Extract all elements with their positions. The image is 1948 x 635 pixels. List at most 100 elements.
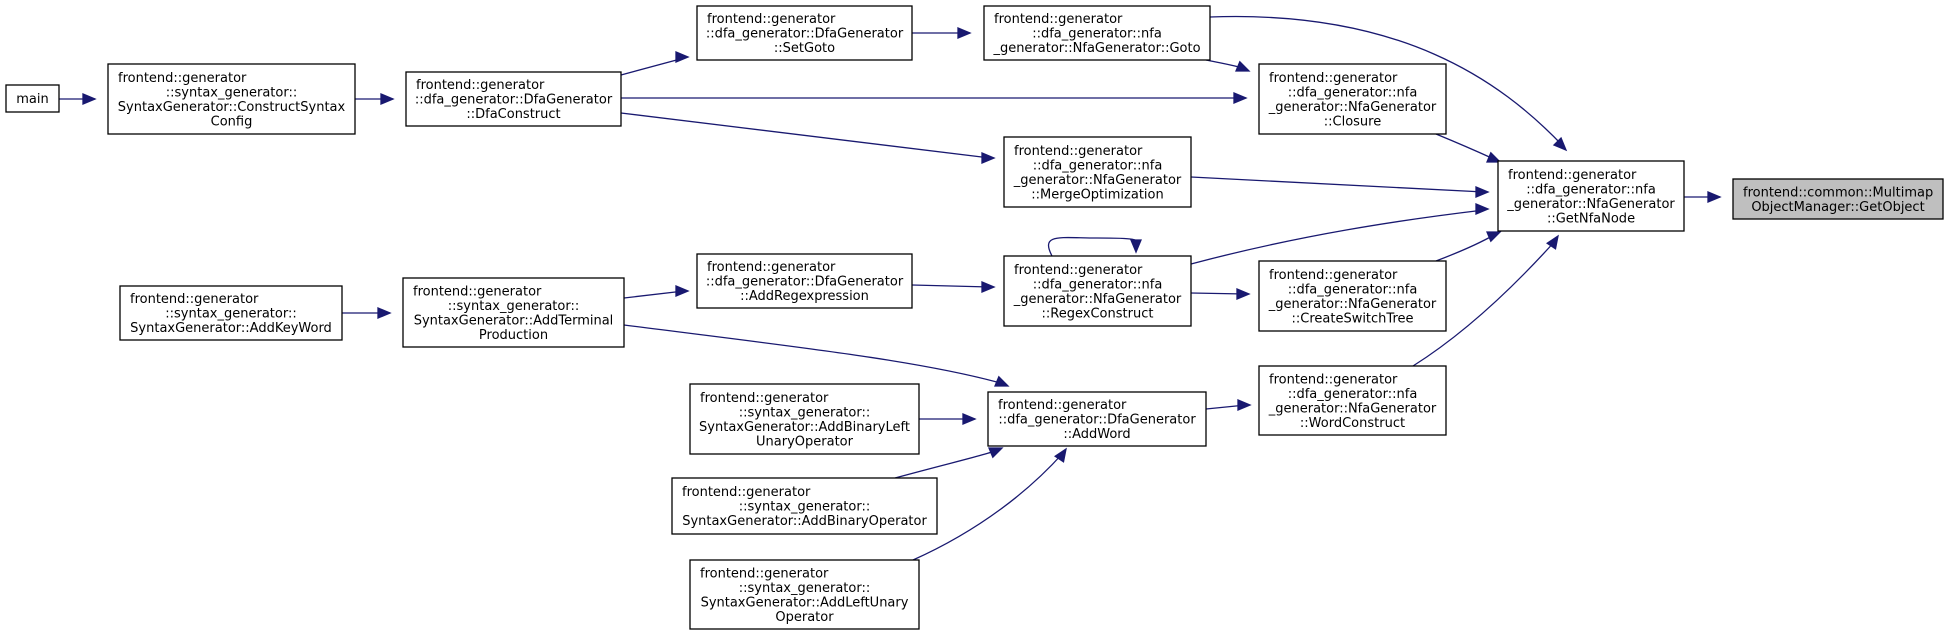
node-label-line: _generator::NfaGenerator	[1268, 297, 1437, 312]
node-label-line: main	[16, 92, 48, 107]
node-label-line: frontend::generator	[118, 71, 247, 86]
node-label-line: _generator::NfaGenerator	[1013, 292, 1182, 307]
edge-n5-n8	[621, 92, 1248, 104]
node-label-line: ::syntax_generator::	[739, 405, 870, 420]
node-addword[interactable]: frontend::generator::dfa_generator::DfaG…	[987, 391, 1207, 447]
node-label-line: ::dfa_generator::DfaGenerator	[706, 275, 904, 290]
node-box	[1003, 136, 1192, 208]
node-label-line: ::syntax_generator::	[166, 85, 297, 100]
node-label-line: ::dfa_generator::nfa	[1033, 158, 1163, 173]
node-label-line: ::dfa_generator::nfa	[1288, 387, 1418, 402]
arrowhead-icon	[1130, 239, 1142, 254]
edge-line	[620, 57, 685, 76]
node-setgoto[interactable]: frontend::generator::dfa_generator::DfaG…	[696, 5, 913, 61]
node-label-line: SyntaxGenerator::AddTerminal	[414, 313, 614, 328]
edge-n15-n2	[1412, 234, 1559, 367]
arrowhead-icon	[981, 281, 996, 293]
node-regexconstruct[interactable]: frontend::generator::dfa_generator::nfa_…	[1003, 255, 1192, 327]
node-box	[405, 71, 622, 127]
arrowhead-icon	[981, 152, 996, 164]
node-label-line: Operator	[775, 610, 834, 625]
node-label-line: ::CreateSwitchTree	[1291, 311, 1413, 326]
edge-n9-n2	[1190, 176, 1490, 198]
node-label-line: frontend::generator	[707, 12, 836, 27]
node-main[interactable]: main	[5, 84, 60, 113]
arrowhead-icon	[1236, 288, 1251, 300]
node-box	[983, 5, 1211, 61]
edge-n5-n4	[620, 51, 690, 76]
node-addbinaryleftunaryoperator[interactable]: frontend::generator::syntax_generator::S…	[689, 383, 920, 455]
node-label-line: ::AddWord	[1063, 427, 1130, 442]
node-label-line: frontend::generator	[130, 292, 259, 307]
edge-n13-n12	[342, 307, 392, 319]
node-label-line: ObjectManager::GetObject	[1751, 200, 1924, 215]
node-box	[1732, 178, 1944, 220]
edge-line	[623, 324, 1005, 385]
node-wordconstruct[interactable]: frontend::generator::dfa_generator::nfa_…	[1258, 365, 1447, 436]
edge-line	[623, 290, 685, 299]
node-getnfanode[interactable]: frontend::generator::dfa_generator::nfa_…	[1497, 160, 1685, 232]
node-label-line: frontend::generator	[1269, 71, 1398, 86]
node-addleftunaryoperator[interactable]: frontend::generator::syntax_generator::S…	[689, 559, 920, 630]
edge-n12-n16	[623, 324, 1010, 387]
arrowhead-icon	[1552, 136, 1568, 152]
edge-n10-n10	[1047, 236, 1142, 257]
node-label-line: _generator::NfaGenerator	[1268, 100, 1437, 115]
node-label-line: ::dfa_generator::nfa	[1526, 182, 1656, 197]
node-label-line: ::dfa_generator::DfaGenerator	[706, 27, 904, 42]
edge-line	[1047, 236, 1139, 257]
edge-line	[1190, 176, 1485, 193]
node-addbinaryoperator[interactable]: frontend::generator::syntax_generator::S…	[671, 477, 938, 535]
node-label-line: SyntaxGenerator::AddKeyWord	[130, 321, 332, 336]
arrowhead-icon	[1233, 92, 1248, 104]
node-getobject[interactable]: frontend::common::MultimapObjectManager:…	[1732, 178, 1944, 220]
node-label-line: ::dfa_generator::DfaGenerator	[415, 93, 613, 108]
arrowhead-icon	[1475, 186, 1490, 198]
node-box	[402, 277, 625, 348]
node-label-line: ::dfa_generator::nfa	[1032, 27, 1162, 42]
node-mergeoptimization[interactable]: frontend::generator::dfa_generator::nfa_…	[1003, 136, 1192, 208]
node-label-line: ::AddRegexpression	[740, 289, 869, 304]
node-addkeyword[interactable]: frontend::generator::syntax_generator::S…	[119, 285, 343, 341]
arrowhead-icon	[82, 93, 97, 105]
node-label-line: Production	[479, 328, 548, 343]
node-box	[107, 63, 356, 135]
node-box	[671, 477, 938, 535]
node-label-line: SyntaxGenerator::AddBinaryLeft	[699, 420, 910, 435]
node-box	[119, 285, 343, 341]
node-label-line: ::DfaConstruct	[466, 107, 560, 122]
node-constructsyntaxconfig[interactable]: frontend::generator::syntax_generator::S…	[107, 63, 356, 135]
node-label-line: frontend::generator	[1508, 168, 1637, 183]
arrowhead-icon	[994, 375, 1010, 387]
edge-line	[911, 284, 991, 288]
node-label-line: frontend::common::Multimap	[1743, 185, 1933, 200]
arrowhead-icon	[380, 93, 395, 105]
node-box	[696, 5, 913, 61]
node-label-line: frontend::generator	[707, 260, 836, 275]
edge-line	[912, 452, 1064, 561]
node-box	[1258, 365, 1447, 436]
node-box	[689, 559, 920, 630]
edge-line	[1190, 209, 1485, 265]
node-label-line: ::syntax_generator::	[739, 500, 870, 515]
edge-n18-n16	[894, 447, 1004, 479]
node-addterminalproduction[interactable]: frontend::generator::syntax_generator::S…	[402, 277, 625, 348]
node-label-line: frontend::generator	[1269, 268, 1398, 283]
edge-n3-n2	[1209, 15, 1568, 152]
edge-n6-n5	[355, 93, 395, 105]
node-nfa-goto[interactable]: frontend::generator::dfa_generator::nfa_…	[983, 5, 1211, 61]
node-createswitchtree[interactable]: frontend::generator::dfa_generator::nfa_…	[1258, 260, 1447, 332]
node-dfaconstruct[interactable]: frontend::generator::dfa_generator::DfaG…	[405, 71, 622, 127]
node-label-line: frontend::generator	[1014, 263, 1143, 278]
node-box	[1258, 260, 1447, 332]
node-label-line: ::WordConstruct	[1300, 416, 1405, 431]
edge-n17-n16	[919, 413, 977, 425]
node-label-line: UnaryOperator	[756, 434, 854, 449]
arrowhead-icon	[1707, 191, 1722, 203]
node-label-line: SyntaxGenerator::ConstructSyntax	[118, 100, 346, 115]
edge-layer	[59, 15, 1722, 561]
edge-n19-n16	[912, 447, 1067, 561]
node-closure[interactable]: frontend::generator::dfa_generator::nfa_…	[1258, 63, 1447, 135]
edge-n10-n2	[1190, 203, 1490, 265]
node-addregexpression[interactable]: frontend::generator::dfa_generator::DfaG…	[696, 253, 913, 309]
